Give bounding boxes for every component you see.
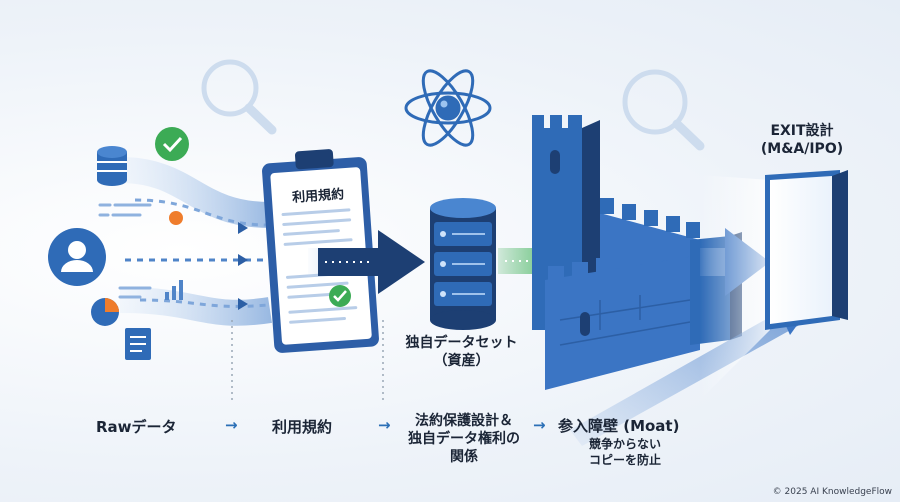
exit-door: [700, 170, 848, 400]
atom-icon: [404, 69, 492, 147]
arrow-icon: →: [225, 416, 238, 434]
magnifier-icon-right: [622, 69, 705, 151]
copyright-text: © 2025 AI KnowledgeFlow: [772, 487, 892, 497]
document-icon: [125, 328, 151, 360]
dataset-label: 独自データセット （資産）: [405, 335, 518, 369]
stage-raw-data: Rawデータ: [96, 418, 177, 436]
arrow-icon: →: [533, 416, 546, 434]
user-avatar-icon: [48, 228, 106, 286]
stage-separators: [231, 320, 384, 402]
flow-arrowheads: [238, 222, 248, 310]
clipboard-title: 利用規約: [291, 187, 345, 206]
bar-chart-icon: [165, 280, 183, 300]
check-circle-icon: [155, 127, 189, 161]
orange-dot-icon: [169, 211, 183, 225]
exit-label: EXIT設計 (M&A/IPO): [760, 123, 844, 157]
dataset-database-icon: [430, 198, 496, 330]
arrow-icon: →: [378, 416, 391, 434]
stage-terms: 利用規約: [272, 418, 333, 436]
pie-chart-icon: [91, 298, 119, 326]
arrow-to-dataset: [308, 230, 425, 294]
database-small-icon: [97, 146, 127, 186]
stage-moat-title: 参入障壁 (Moat): [558, 417, 680, 435]
magnifier-icon-left: [201, 59, 277, 135]
stage-moat-subtitle: 競争からない コピーを防止: [588, 437, 661, 467]
stage-legal-design: 法約保護設計＆ 独自データ権利の 関係: [408, 413, 520, 465]
text-line-icons: [98, 203, 152, 299]
data-flow-ribbons: [105, 157, 272, 326]
